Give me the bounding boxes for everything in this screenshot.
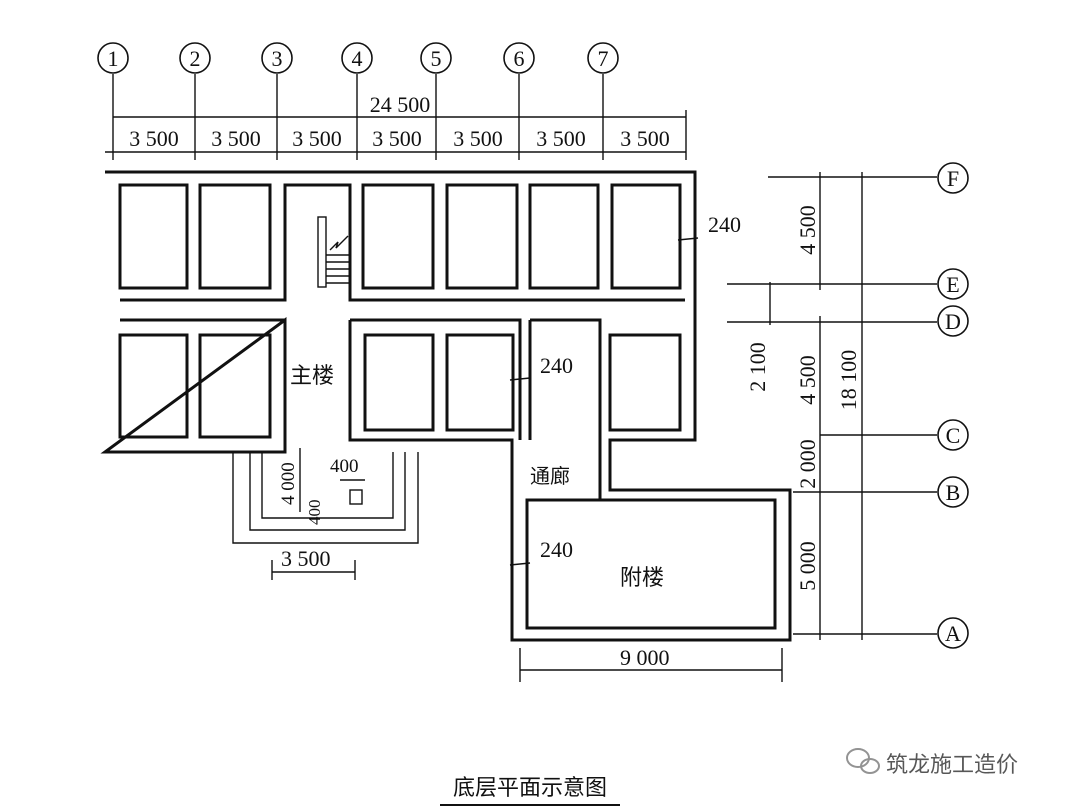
entrance-steps <box>232 237 783 682</box>
axis-label: 6 <box>514 46 525 71</box>
stair <box>317 216 350 288</box>
dim-bay: 3 500 <box>372 126 422 151</box>
dim-step-tread2: 400 <box>305 500 324 526</box>
axis-label: 4 <box>352 46 363 71</box>
dim-bay: 3 500 <box>453 126 503 151</box>
axis-grid-top: 1 2 3 4 5 6 7 24 500 3 500 3 500 3 500 3… <box>97 42 687 160</box>
axis-label: E <box>946 272 959 297</box>
dim-ed: 2 100 <box>745 342 770 392</box>
dim-total-width: 24 500 <box>370 92 431 117</box>
wall-thickness-label: 240 <box>540 353 573 378</box>
dim-fe: 4 500 <box>795 205 820 255</box>
dim-ba: 5 000 <box>795 541 820 591</box>
axis-label: F <box>947 166 959 191</box>
wall-thickness-label: 240 <box>708 212 741 237</box>
dim-bay: 3 500 <box>620 126 670 151</box>
dim-steps-depth: 4 000 <box>278 462 299 505</box>
axis-label: 3 <box>272 46 283 71</box>
axis-label: D <box>945 309 961 334</box>
dim-annex-width: 9 000 <box>620 645 670 670</box>
dim-bay: 3 500 <box>536 126 586 151</box>
axis-label: 1 <box>108 46 119 71</box>
caption: 底层平面示意图 <box>453 776 607 801</box>
axis-grid-right: F E D C B A 4 500 2 100 4 500 2 000 5 00… <box>727 162 969 649</box>
axis-label: 7 <box>598 46 609 71</box>
axis-label: B <box>946 480 961 505</box>
wall-thickness-label: 240 <box>540 537 573 562</box>
room-label-corridor: 通廊 <box>530 464 570 488</box>
dim-total-depth: 18 100 <box>836 350 861 411</box>
dim-steps-width: 3 500 <box>281 546 331 571</box>
room-label-main: 主楼 <box>290 364 334 389</box>
watermark-text: 筑龙施工造价 <box>886 753 1018 778</box>
axis-label: C <box>946 423 961 448</box>
dim-step-tread: 400 <box>330 456 359 477</box>
dim-bay: 3 500 <box>129 126 179 151</box>
axis-label: A <box>945 621 961 646</box>
axis-label: 5 <box>431 46 442 71</box>
axis-label: 2 <box>190 46 201 71</box>
dim-bay: 3 500 <box>292 126 342 151</box>
room-label-annex: 附楼 <box>620 566 664 591</box>
walls <box>100 170 792 642</box>
wechat-icon <box>846 748 880 774</box>
watermark: 筑龙施工造价 <box>846 748 1018 778</box>
dim-bay: 3 500 <box>211 126 261 151</box>
dim-dc: 4 500 <box>795 355 820 405</box>
dim-cb: 2 000 <box>795 439 820 489</box>
